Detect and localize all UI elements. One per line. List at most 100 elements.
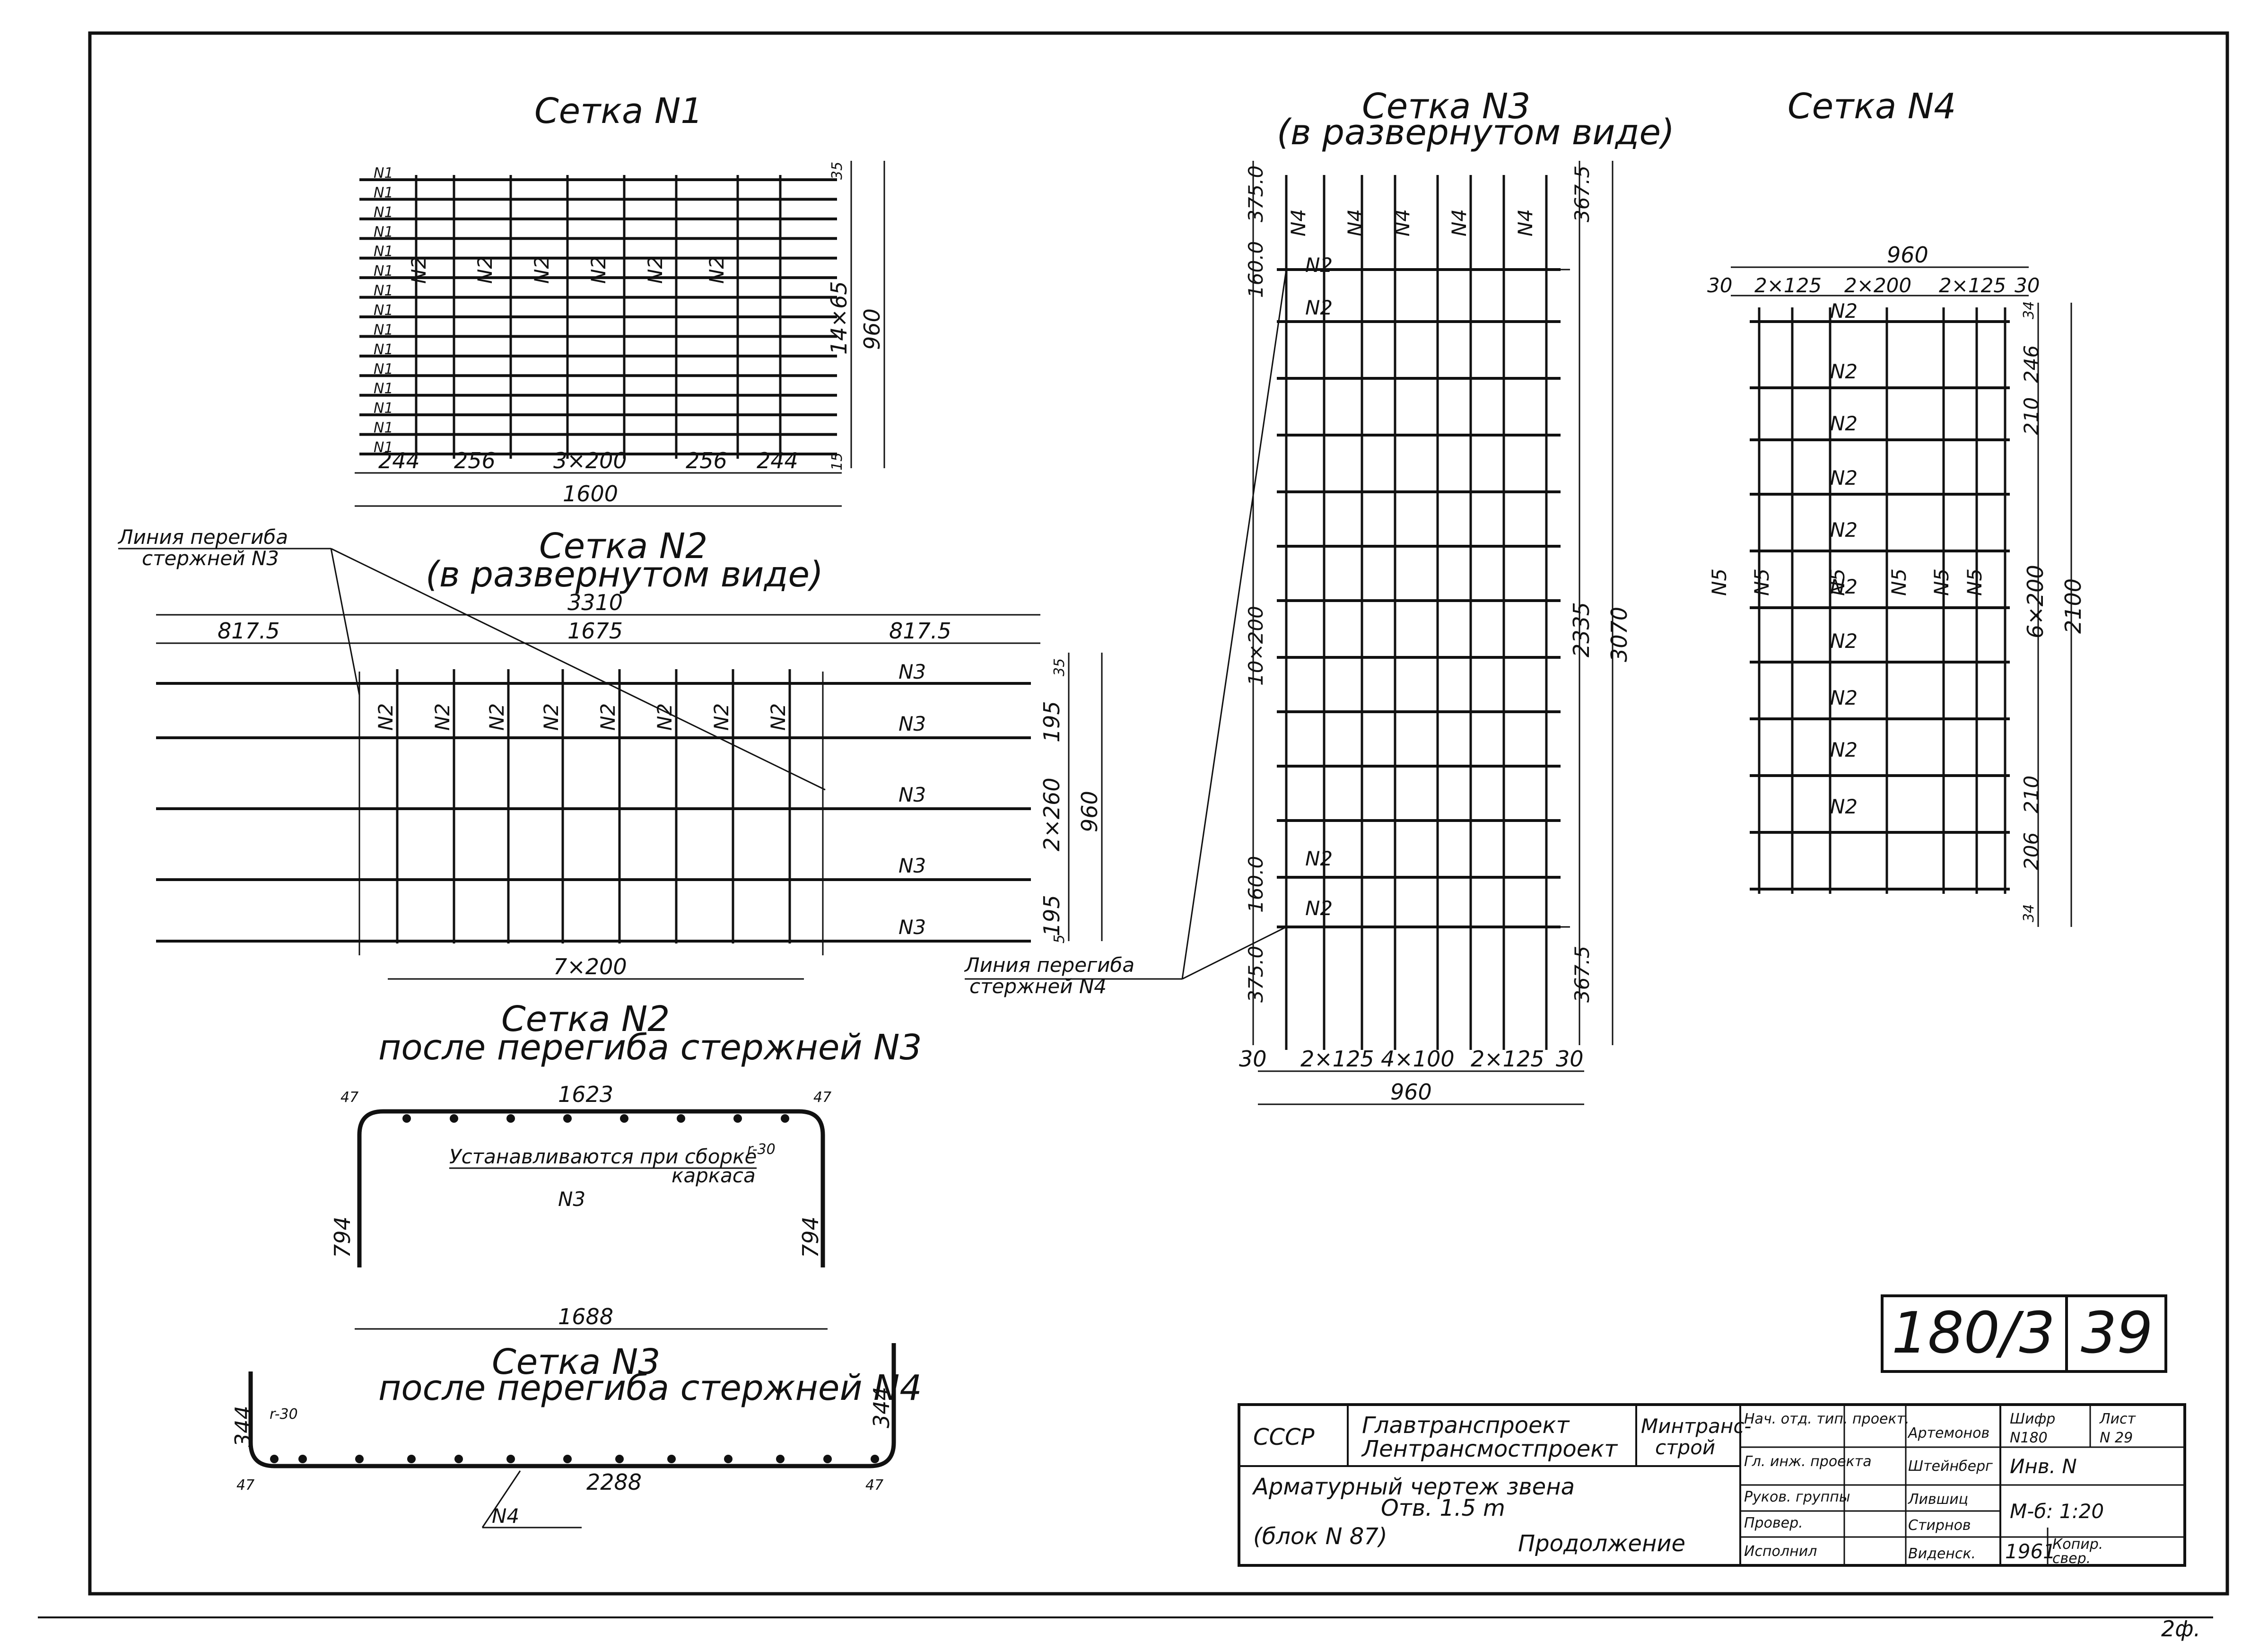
bar-label: N2 <box>644 256 667 284</box>
bend-line-label: стержней N4 <box>969 975 1107 998</box>
mesh-2-flat: Сетка N2 (в развернутом виде) 3310 817.5… <box>117 525 1103 980</box>
mesh-2-flat-subtitle: (в развернутом виде) <box>426 554 823 595</box>
sheet-border <box>88 31 2229 1596</box>
dim-text: 344 <box>869 1387 894 1428</box>
bar-dot <box>871 1455 879 1463</box>
dim-text: 47 <box>340 1089 358 1106</box>
dim-text: 30 <box>2015 274 2040 297</box>
dim-text: 206 <box>2020 832 2043 870</box>
sheet-number-box: 180/3 39 <box>1881 1294 2167 1373</box>
dim-text: 47 <box>865 1477 883 1494</box>
leader-line <box>331 548 826 791</box>
dim-text: 160.0 <box>1244 856 1267 913</box>
sheet-page: 39 <box>2081 1301 2153 1366</box>
bend-line-label: стержней N3 <box>142 547 279 570</box>
bar-label: N2 <box>767 703 790 731</box>
dim-text: 34 <box>2021 301 2037 319</box>
bar-dot <box>563 1114 572 1123</box>
bar-label: N3 <box>898 660 926 683</box>
mesh-2-bent-subtitle: после перегиба стержней N3 <box>378 1027 922 1068</box>
bar-label: N2 <box>1830 686 1858 709</box>
bar-mark: N3 <box>558 1188 585 1211</box>
dim-text: 367.5 <box>1570 166 1594 222</box>
role-label: Провер. <box>1744 1515 1803 1531</box>
dim-text: 1675 <box>567 618 623 644</box>
bar-label: N1 <box>374 204 393 221</box>
bar-label: N1 <box>374 420 393 437</box>
dim-text: 2×125 <box>1471 1046 1544 1072</box>
bar-dot <box>454 1455 463 1463</box>
radius-text: r-30 <box>747 1141 776 1158</box>
dim-text: 5 <box>1051 935 1068 943</box>
dim-text: 367.5 <box>1570 946 1594 1003</box>
mesh-4-grid <box>1750 307 2010 894</box>
bar-label: N2 <box>485 703 508 731</box>
dim-text: 47 <box>813 1089 831 1106</box>
row-label: N2 <box>1305 253 1333 277</box>
bar-label: N2 <box>596 703 619 731</box>
drawing-title: Продолжение <box>1518 1530 1685 1557</box>
dim-text: 30 <box>1556 1046 1584 1072</box>
bar-label: N2 <box>587 256 610 284</box>
mesh-2-bent-title: Сетка N2 <box>501 999 670 1039</box>
bar-label: N1 <box>374 381 393 397</box>
bar-label: N2 <box>473 256 497 284</box>
mesh-1-grid <box>359 175 837 459</box>
bar-dot <box>298 1455 307 1463</box>
bar-dot <box>776 1455 785 1463</box>
dim-text: 4×100 <box>1381 1046 1455 1072</box>
bar-label: N1 <box>374 361 393 377</box>
dim-text: 244 <box>378 448 420 473</box>
bar-label: N2 <box>705 256 728 284</box>
name-label: Артемонов <box>1907 1425 1989 1441</box>
dim-text: 15 <box>829 453 846 471</box>
org-sub: Лентрансмостпроект <box>1361 1436 1618 1462</box>
role-label: Исполнил <box>1744 1543 1817 1560</box>
dim-text: 34 <box>2021 904 2037 922</box>
mesh-4: Сетка N4 960 30 2×125 2×200 2×125 30 N2 … <box>1707 86 2086 927</box>
dim-text: 47 <box>236 1477 254 1494</box>
mesh-4-title: Сетка N4 <box>1788 86 1956 127</box>
name-label: Стирнов <box>1908 1517 1971 1534</box>
bar-dot <box>724 1455 733 1463</box>
bar-dot <box>733 1114 742 1123</box>
bar-label: N2 <box>1830 629 1858 653</box>
bar-label: N2 <box>540 703 563 731</box>
org-ussr: СССР <box>1253 1424 1315 1450</box>
bar-dot <box>407 1455 416 1463</box>
bar-label: N2 <box>1830 575 1858 598</box>
dim-text: 30 <box>1239 1046 1267 1072</box>
mesh-2-bent: Сетка N2 после перегиба стержней N3 1623… <box>330 999 922 1330</box>
year-label: 1961 <box>2005 1540 2056 1563</box>
dim-text: 375.0 <box>1244 166 1267 222</box>
bar-label: N1 <box>374 400 393 417</box>
name-label: Виденск. <box>1908 1546 1976 1562</box>
mesh-3-bent: Сетка N3 после перегиба стержней N4 344 … <box>230 1342 922 1528</box>
dim-text: 244 <box>757 448 798 473</box>
bar-label: N1 <box>374 244 393 260</box>
dim-text: 30 <box>1707 274 1732 297</box>
dim-text: 3×200 <box>553 448 627 473</box>
mesh-2-grid <box>156 669 1031 955</box>
bar-dot <box>620 1114 628 1123</box>
bar-label: N4 <box>1448 209 1471 236</box>
mesh-2-flat-title: Сетка N2 <box>539 526 707 567</box>
mesh-3-bent-subtitle: после перегиба стержней N4 <box>378 1368 922 1408</box>
bar-label: N2 <box>1830 518 1858 542</box>
dim-text: 2288 <box>586 1469 642 1495</box>
bar-label: N1 <box>374 439 393 456</box>
dim-text: 35 <box>1051 658 1068 676</box>
mesh-3-bent-title: Сетка N3 <box>492 1342 660 1382</box>
bar-label: N5 <box>1963 568 1986 596</box>
leader-line <box>481 1470 521 1528</box>
sheet-label: Лист <box>2099 1411 2137 1427</box>
drawing-title: (блок N 87) <box>1253 1523 1387 1550</box>
dim-text: 2×125 <box>1939 274 2006 297</box>
bar-label: N5 <box>1826 568 1849 596</box>
dim-text: 246 <box>2020 345 2043 383</box>
bar-label: N5 <box>1930 568 1953 596</box>
